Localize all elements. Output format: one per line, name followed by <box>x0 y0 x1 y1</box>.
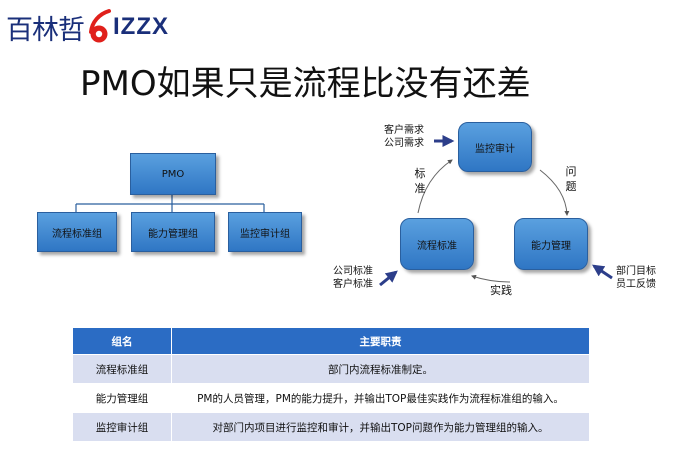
org-child-process: 流程标准组 <box>37 212 117 252</box>
table-cell-group: 能力管理组 <box>72 383 172 413</box>
cycle-arrows <box>417 159 570 283</box>
page-title: PMO如果只是流程比没有还差 <box>80 64 531 104</box>
input-text: 客户需求 <box>384 125 424 136</box>
table-row: 能力管理组 PM的人员管理，PM的能力提升，并输出TOP最佳实践作为流程标准组的… <box>72 383 590 413</box>
org-root-label: PMO <box>161 168 185 180</box>
cycle-node-audit: 监控审计 <box>458 122 532 172</box>
logo-chinese-text: 百林哲 <box>6 14 85 46</box>
logo-english-text: IZZX <box>113 13 169 40</box>
org-chart-connectors <box>75 194 265 212</box>
responsibility-table: 组名 主要职责 流程标准组 部门内流程标准制定。 能力管理组 PM的人员管理，P… <box>72 327 590 442</box>
table-cell-duty: PM的人员管理，PM的能力提升，并输出TOP最佳实践作为流程标准组的输入。 <box>171 383 590 413</box>
table-row: 监控审计组 对部门内项目进行监控和审计，并输出TOP问题作为能力管理组的输入。 <box>72 412 590 442</box>
logo: 百林哲 IZZX <box>6 6 169 48</box>
org-child-audit: 监控审计组 <box>228 212 302 252</box>
input-bottom-right: 部门目标 员工反馈 <box>616 265 656 291</box>
input-top-left: 客户需求 公司需求 <box>384 124 424 150</box>
table-row: 流程标准组 部门内流程标准制定。 <box>72 354 590 384</box>
table-cell-duty: 对部门内项目进行监控和审计，并输出TOP问题作为能力管理组的输入。 <box>171 412 590 442</box>
logo-mark-icon <box>89 9 111 43</box>
input-bottom-left: 公司标准 客户标准 <box>333 265 373 291</box>
cycle-node-label: 监控审计 <box>475 143 515 155</box>
cycle-node-label: 流程标准 <box>417 240 457 252</box>
input-text: 客户标准 <box>333 279 373 290</box>
table-cell-group: 监控审计组 <box>72 412 172 442</box>
cycle-node-label: 能力管理 <box>531 240 571 252</box>
table-header-group: 组名 <box>72 327 172 355</box>
table-cell-duty: 部门内流程标准制定。 <box>171 354 590 384</box>
org-root-pmo: PMO <box>130 153 216 195</box>
input-text: 公司标准 <box>333 266 373 277</box>
cycle-node-capability: 能力管理 <box>514 218 588 270</box>
input-text: 部门目标 <box>616 266 656 277</box>
input-text: 员工反馈 <box>616 279 656 290</box>
cycle-node-process: 流程标准 <box>400 218 474 270</box>
input-arrows <box>379 135 613 287</box>
edge-label-standard: 标准 <box>414 167 426 195</box>
table-header-row: 组名 主要职责 <box>72 327 590 355</box>
table-cell-group: 流程标准组 <box>72 354 172 384</box>
table-header-duty: 主要职责 <box>171 327 590 355</box>
edge-label-issue: 问题 <box>565 165 577 193</box>
input-text: 公司需求 <box>384 138 424 149</box>
org-child-capability: 能力管理组 <box>131 212 215 252</box>
org-child-label: 流程标准组 <box>52 228 102 240</box>
edge-label-practice: 实践 <box>490 284 512 297</box>
org-child-label: 监控审计组 <box>240 228 290 240</box>
org-child-label: 能力管理组 <box>148 228 198 240</box>
